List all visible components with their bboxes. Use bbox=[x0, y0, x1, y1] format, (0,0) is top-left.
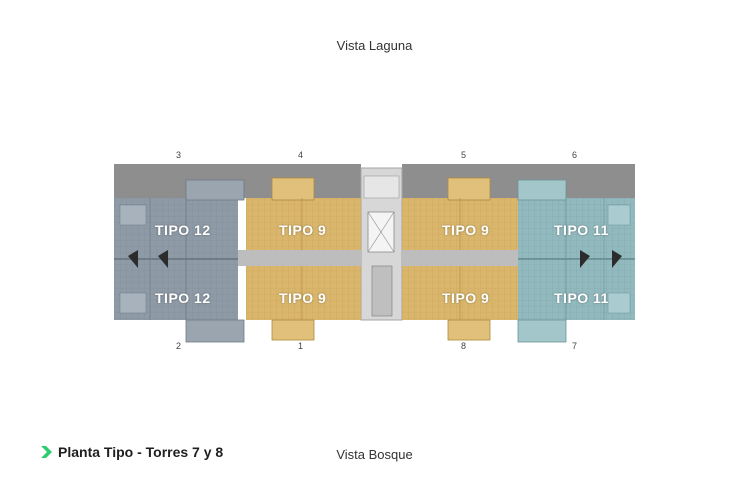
corridor-left bbox=[236, 250, 361, 266]
unit-number-2: 2 bbox=[176, 341, 182, 351]
unit-number-1: 1 bbox=[298, 341, 304, 351]
elevator-cross bbox=[367, 211, 395, 253]
balcony-5 bbox=[447, 177, 491, 201]
unit-label-tipo11-bottom: TIPO 11 bbox=[554, 290, 609, 306]
unit-number-6: 6 bbox=[572, 150, 578, 160]
unit-label-tipo9-bottom-right: TIPO 9 bbox=[442, 290, 490, 306]
unit-label-tipo11-top: TIPO 11 bbox=[554, 222, 609, 238]
unit-block-tipo9-left-bottom bbox=[246, 266, 361, 320]
stair bbox=[371, 265, 393, 317]
balcony-4 bbox=[271, 177, 315, 201]
corridor-right bbox=[402, 250, 520, 266]
balcony-3 bbox=[185, 179, 245, 201]
footer-title: Planta Tipo - Torres 7 y 8 bbox=[40, 444, 223, 460]
unit-number-4: 4 bbox=[298, 150, 304, 160]
balcony-6 bbox=[517, 179, 567, 201]
unit-label-tipo12-bottom: TIPO 12 bbox=[155, 290, 211, 306]
view-laguna-label: Vista Laguna bbox=[336, 38, 413, 53]
unit-label-tipo9-top-left: TIPO 9 bbox=[279, 222, 327, 238]
balcony-7 bbox=[517, 319, 567, 343]
chevron-right-icon bbox=[41, 446, 52, 458]
unit-number-8: 8 bbox=[461, 341, 467, 351]
unit-label-tipo9-bottom-left: TIPO 9 bbox=[279, 290, 327, 306]
core-top bbox=[363, 175, 400, 199]
unit-label-tipo12-top: TIPO 12 bbox=[155, 222, 211, 238]
plan-title: Planta Tipo - Torres 7 y 8 bbox=[58, 444, 224, 460]
balcony-1 bbox=[271, 319, 315, 341]
unit-number-7: 7 bbox=[572, 341, 578, 351]
unit-number-3: 3 bbox=[176, 150, 182, 160]
balcony-8 bbox=[447, 319, 491, 341]
unit-block-tipo9-left-top bbox=[246, 198, 361, 250]
view-bosque-label: Vista Bosque bbox=[336, 447, 413, 462]
unit-number-5: 5 bbox=[461, 150, 467, 160]
unit-label-tipo9-top-right: TIPO 9 bbox=[442, 222, 490, 238]
balcony-2 bbox=[185, 319, 245, 343]
